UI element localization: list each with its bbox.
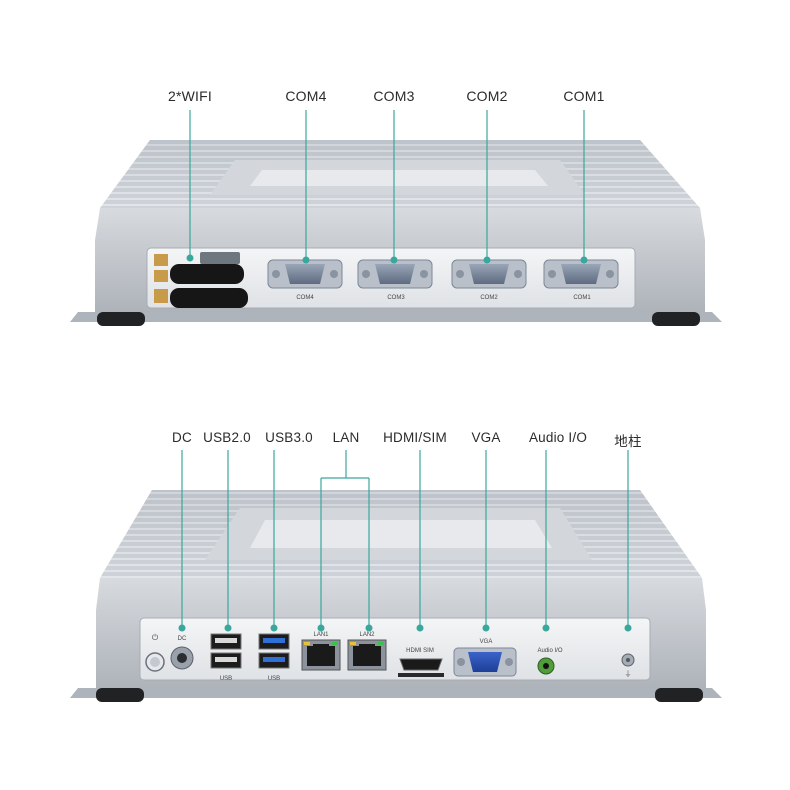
usb2-port-icon: USB bbox=[210, 633, 242, 682]
audio-jack-icon: Audio I/O bbox=[537, 648, 563, 675]
callout-label-ground: 地柱 bbox=[614, 434, 642, 449]
hdmi-sim-port-label: HDMI SIM bbox=[406, 648, 434, 654]
lan2-port-icon: LAN2 bbox=[347, 632, 387, 671]
callout-label-wifi: 2*WIFI bbox=[168, 88, 212, 104]
bottom-callout-lines bbox=[178, 450, 632, 632]
dc-port-label: DC bbox=[178, 636, 187, 642]
top-callout-lines bbox=[186, 110, 588, 264]
dc-jack-icon: DC bbox=[170, 636, 194, 670]
vga-port-icon: VGA bbox=[453, 639, 517, 677]
power-button-icon: ⏻ bbox=[145, 633, 165, 672]
com4-port-icon: COM4 bbox=[267, 259, 343, 301]
hdmi-sim-port-icon: HDMI SIM bbox=[398, 648, 444, 677]
svg-text:⏻: ⏻ bbox=[152, 633, 159, 642]
top-device: COM4 COM3 COM2 COM1 bbox=[70, 110, 722, 326]
lan2-port-label: LAN2 bbox=[359, 632, 375, 638]
callout-label-lan: LAN bbox=[332, 430, 360, 445]
usb2-port-label: USB bbox=[220, 676, 232, 682]
callout-label-vga: VGA bbox=[471, 430, 501, 445]
callout-label-com3: COM3 bbox=[373, 88, 415, 104]
callout-label-com1: COM1 bbox=[563, 88, 605, 104]
callout-label-com4: COM4 bbox=[285, 88, 327, 104]
svg-text:⏚: ⏚ bbox=[625, 670, 632, 678]
com3-port-icon: COM3 bbox=[357, 259, 433, 301]
usb3-port-icon: USB bbox=[258, 633, 290, 682]
callout-label-usb3: USB3.0 bbox=[265, 430, 313, 445]
callout-label-dc: DC bbox=[172, 430, 192, 445]
com2-port-label: COM2 bbox=[480, 295, 498, 301]
lan1-port-label: LAN1 bbox=[313, 632, 329, 638]
audio-port-label: Audio I/O bbox=[537, 648, 562, 654]
com1-port-label: COM1 bbox=[573, 295, 591, 301]
com1-port-icon: COM1 bbox=[543, 259, 619, 301]
lan1-port-icon: LAN1 bbox=[301, 632, 341, 671]
com4-port-label: COM4 bbox=[296, 295, 314, 301]
wifi-antenna-icon bbox=[154, 252, 248, 308]
com3-port-label: COM3 bbox=[387, 295, 405, 301]
callout-label-audio: Audio I/O bbox=[528, 430, 588, 445]
callout-label-com2: COM2 bbox=[466, 88, 508, 104]
bottom-device: ⏻ DC USB USB bbox=[70, 450, 722, 702]
vga-port-label: VGA bbox=[480, 639, 493, 645]
callout-label-hdmi-sim: HDMI/SIM bbox=[383, 430, 447, 445]
com2-port-icon: COM2 bbox=[451, 259, 527, 301]
usb3-port-label: USB bbox=[268, 676, 280, 682]
ground-post-icon: ⏚ bbox=[621, 653, 635, 678]
callout-label-usb2: USB2.0 bbox=[203, 430, 251, 445]
